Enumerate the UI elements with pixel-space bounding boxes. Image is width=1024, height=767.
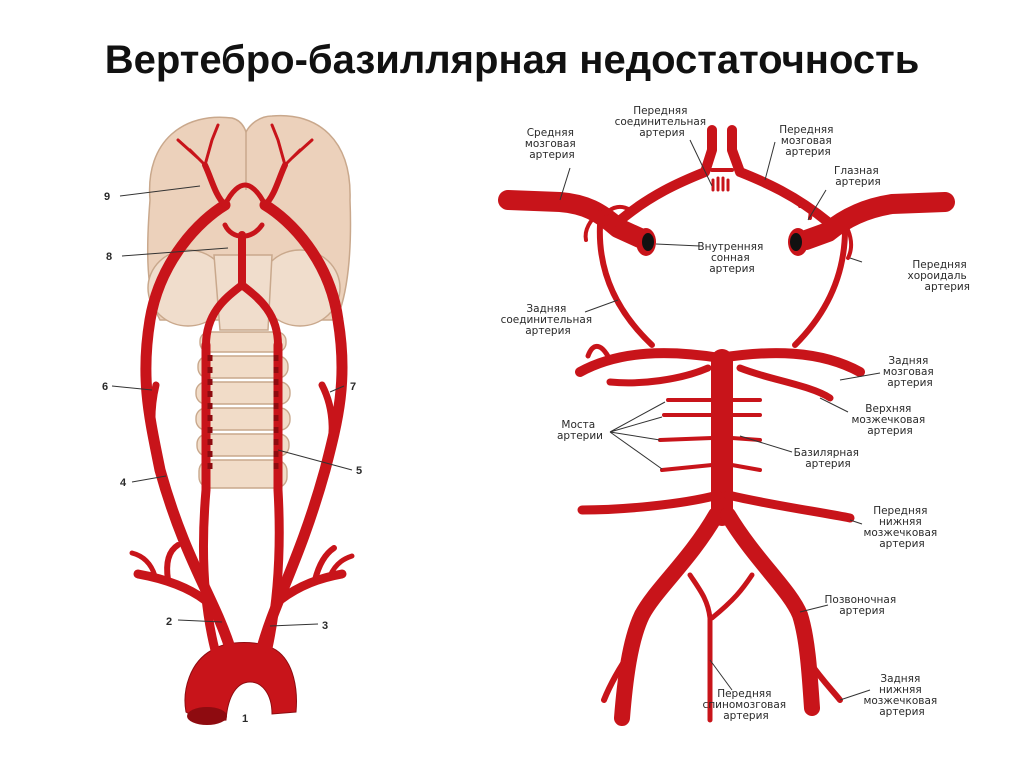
label-5: 5 — [356, 465, 362, 477]
label-internal-carotid: Внутренняя сонная артерия — [697, 241, 766, 275]
label-pontine: Моста артерии — [557, 419, 603, 442]
label-1: 1 — [242, 713, 248, 725]
internal-carotid-left-cut — [636, 228, 656, 256]
cervical-vertebrae — [195, 331, 291, 489]
left-anatomy-figure — [129, 114, 355, 725]
label-superior-cerebellar: Верхняя мозжечковая артерия — [851, 403, 928, 437]
label-anterior-communicating: Передняя соединительная артерия — [615, 105, 710, 139]
label-anterior-spinal: Передняя спиномозговая артерия — [703, 688, 790, 722]
internal-carotid-right-cut — [788, 228, 808, 256]
right-figure-leaders — [559, 139, 881, 701]
label-3: 3 — [322, 620, 328, 632]
right-circle-of-willis — [498, 125, 955, 726]
label-middle-cerebral: Средняя мозговая артерия — [525, 127, 579, 161]
label-2: 2 — [166, 616, 172, 628]
aorta-cut-end — [187, 707, 227, 725]
label-anterior-choroidal: Передняя хороидаль артерия — [908, 259, 971, 293]
slide-title: Вертебро-базиллярная недостаточность — [104, 38, 920, 82]
label-anterior-cerebral: Передняя мозговая артерия — [779, 124, 837, 158]
label-basilar: Базилярная артерия — [794, 447, 863, 470]
label-8: 8 — [106, 251, 112, 263]
label-ophthalmic: Глазная артерия — [834, 165, 882, 188]
label-7: 7 — [350, 381, 356, 393]
label-6: 6 — [102, 381, 108, 393]
label-posterior-cerebral: Задняя мозговая артерия — [883, 355, 937, 389]
label-4: 4 — [120, 477, 127, 489]
label-posterior-communicating: Задняя соединительная артерия — [501, 303, 596, 337]
aortic-arch — [184, 642, 297, 723]
label-anterior-inferior-cerebellar: Передняя нижняя мозжечковая артерия — [863, 505, 940, 550]
label-vertebral: Позвоночная артерия — [825, 594, 900, 617]
left-figure-leaders — [111, 185, 353, 627]
label-9: 9 — [104, 191, 110, 203]
label-posterior-inferior-cerebellar: Задняя нижняя мозжечковая артерия — [863, 673, 940, 718]
